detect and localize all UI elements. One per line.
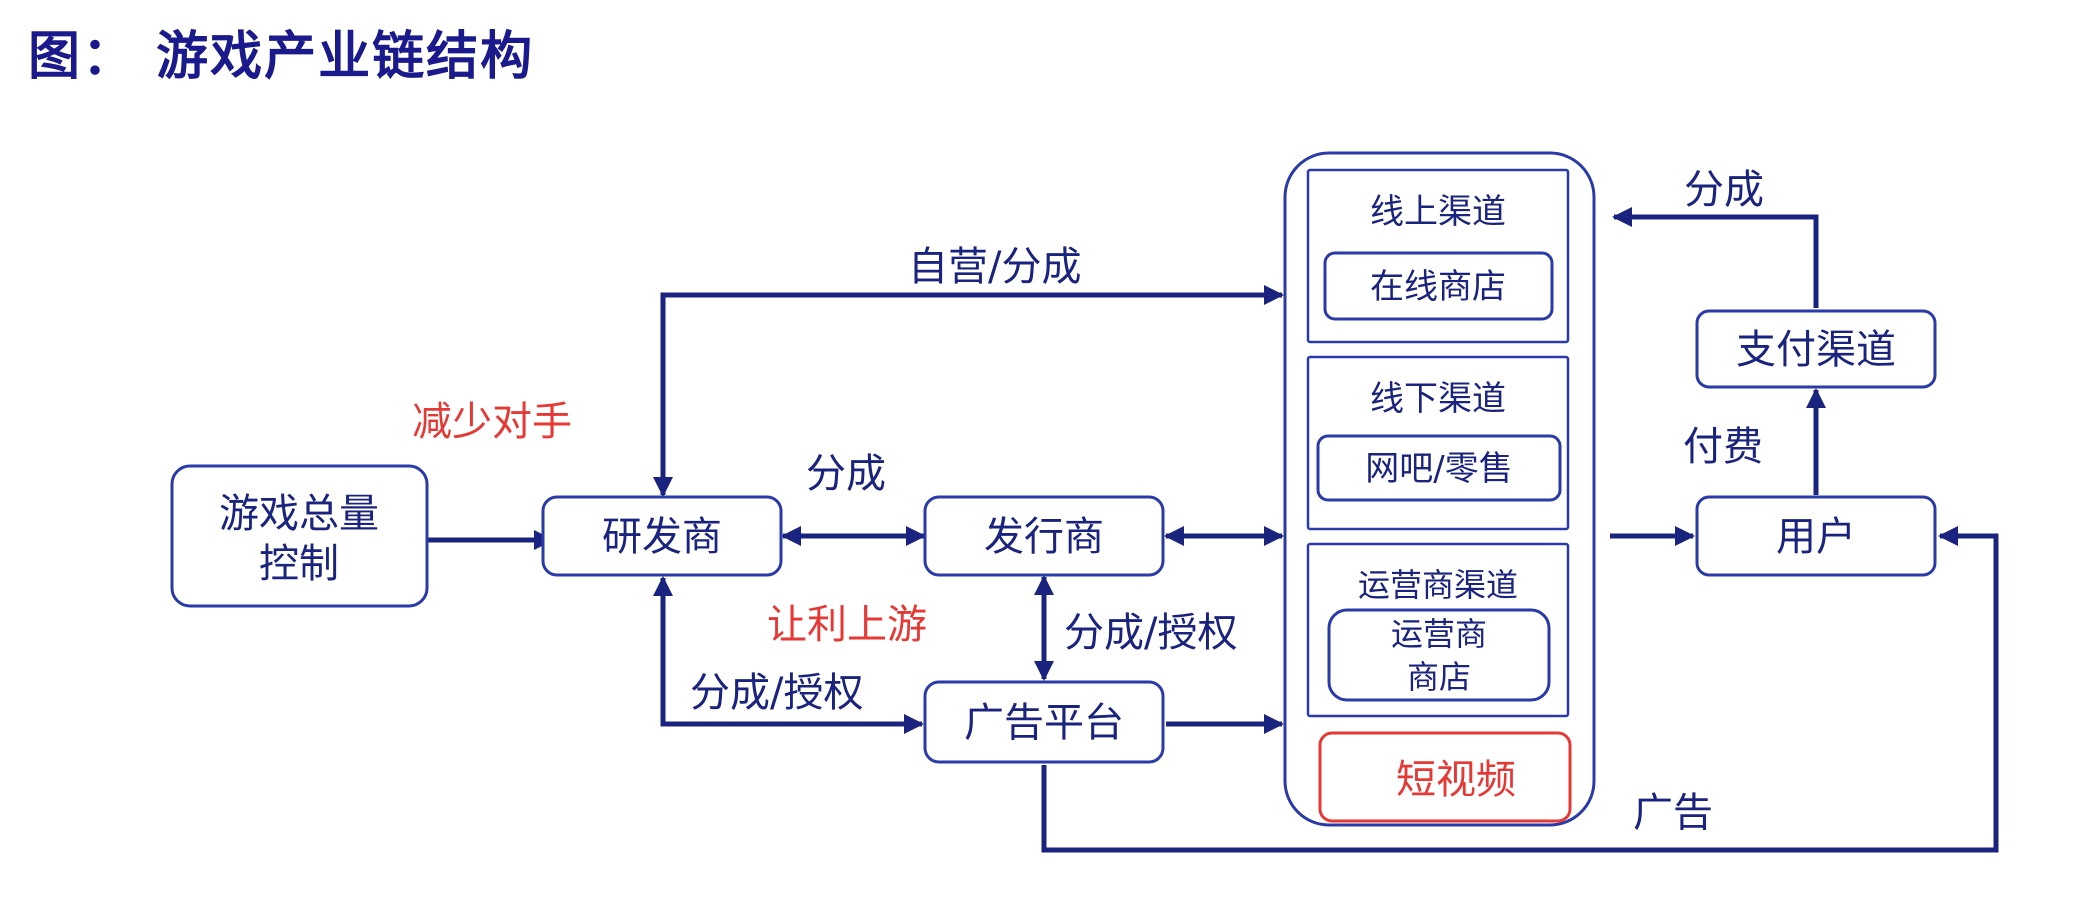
node-ad-platform: 广告平台 <box>923 680 1165 764</box>
connectors <box>428 207 1999 853</box>
node-total-control: 游戏总量 控制 <box>170 464 429 608</box>
arrow-developer-to-online-store <box>653 285 1284 497</box>
node-developer: 研发商 <box>541 495 783 577</box>
node-publisher-label: 发行商 <box>984 514 1104 560</box>
label-ads: 广告 <box>1633 790 1713 836</box>
operator-channel-group: 运营商渠道 运营商 商店 <box>1306 542 1570 718</box>
node-user-label: 用户 <box>1776 514 1856 560</box>
label-share-top: 分成 <box>1684 167 1764 213</box>
label-share-license-dev-ad: 分成/授权 <box>690 670 863 716</box>
label-share-dev-pub: 分成 <box>806 451 886 497</box>
offline-channel-label: 线下渠道 <box>1370 379 1506 419</box>
label-reduce-rivals: 减少对手 <box>412 399 572 445</box>
online-channel-label: 线上渠道 <box>1370 192 1506 232</box>
page-title: 图： 游戏产业链结构 <box>28 27 535 87</box>
cafe-retail-label: 网吧/零售 <box>1365 449 1512 489</box>
node-developer-label: 研发商 <box>602 514 722 560</box>
label-pay: 付费 <box>1683 424 1763 470</box>
online-store-label: 在线商店 <box>1370 267 1506 307</box>
arrow-payment-to-channels <box>1612 207 1819 308</box>
node-ad-platform-label: 广告平台 <box>964 700 1124 746</box>
operator-store-line1: 运营商 <box>1391 615 1487 653</box>
node-payment-label: 支付渠道 <box>1736 327 1896 373</box>
offline-channel-group: 线下渠道 网吧/零售 <box>1306 355 1570 531</box>
arrow-developer-to-ad-platform <box>653 576 924 734</box>
node-user: 用户 <box>1695 495 1937 577</box>
label-share-license-pub-ad: 分成/授权 <box>1064 610 1237 656</box>
node-total-line1: 游戏总量 <box>219 491 379 537</box>
short-video-label: 短视频 <box>1396 757 1516 803</box>
channels-container: 线上渠道 在线商店 线下渠道 网吧/零售 运营商渠道 运营商 商店 短视频 <box>1283 151 1596 827</box>
edge-labels: 自营/分成 减少对手 分成 让利上游 分成/授权 分成/授权 分成 付费 广告 <box>412 167 1764 836</box>
label-profit-upstream: 让利上游 <box>767 602 927 648</box>
node-total-line2: 控制 <box>259 541 339 587</box>
node-publisher: 发行商 <box>923 495 1165 577</box>
online-channel-group: 线上渠道 在线商店 <box>1306 168 1570 344</box>
arrow-ad-platform-to-user <box>1041 526 1999 853</box>
label-self-share: 自营/分成 <box>908 244 1081 290</box>
operator-store-line2: 商店 <box>1407 658 1471 696</box>
node-payment: 支付渠道 <box>1695 309 1937 389</box>
operator-channel-label: 运营商渠道 <box>1358 566 1518 604</box>
short-video-node: 短视频 <box>1318 731 1572 823</box>
